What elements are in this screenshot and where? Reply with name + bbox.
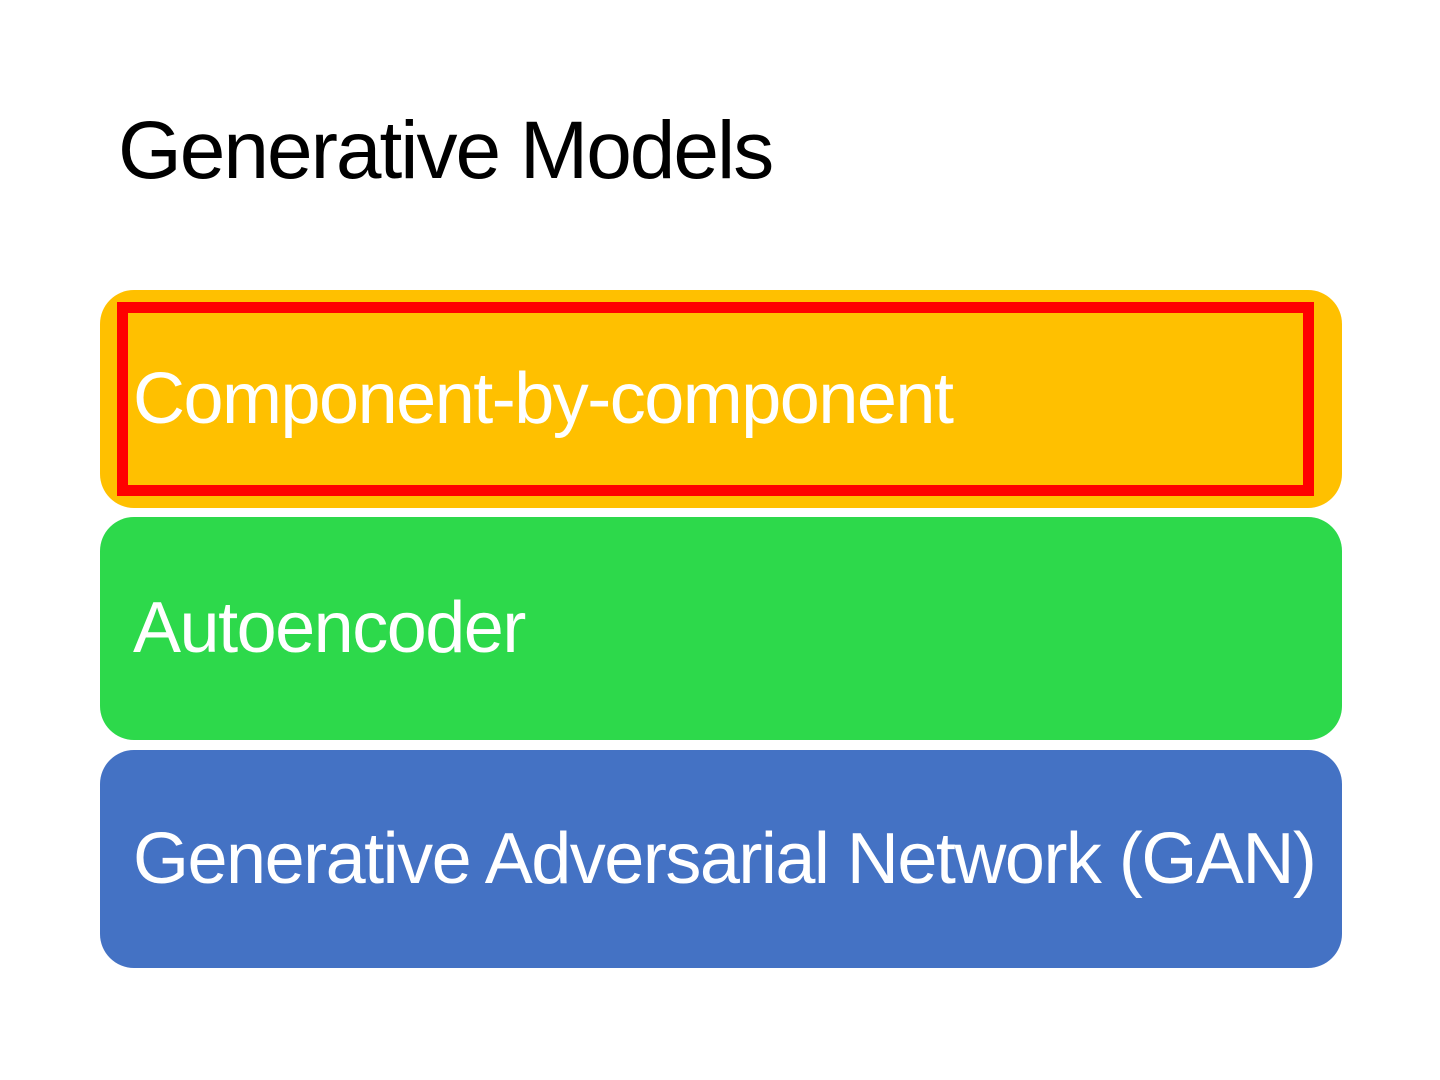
- box-gan: Generative Adversarial Network (GAN): [100, 750, 1342, 968]
- highlight-rectangle: [117, 302, 1314, 496]
- slide-title: Generative Models: [118, 105, 774, 196]
- box-component-by-component: Component-by-component: [100, 290, 1342, 508]
- box-autoencoder: Autoencoder: [100, 517, 1342, 740]
- box-label-autoencoder: Autoencoder: [133, 588, 526, 669]
- box-label-gan: Generative Adversarial Network (GAN): [133, 818, 1317, 899]
- box-label-component-by-component: Component-by-component: [133, 358, 954, 439]
